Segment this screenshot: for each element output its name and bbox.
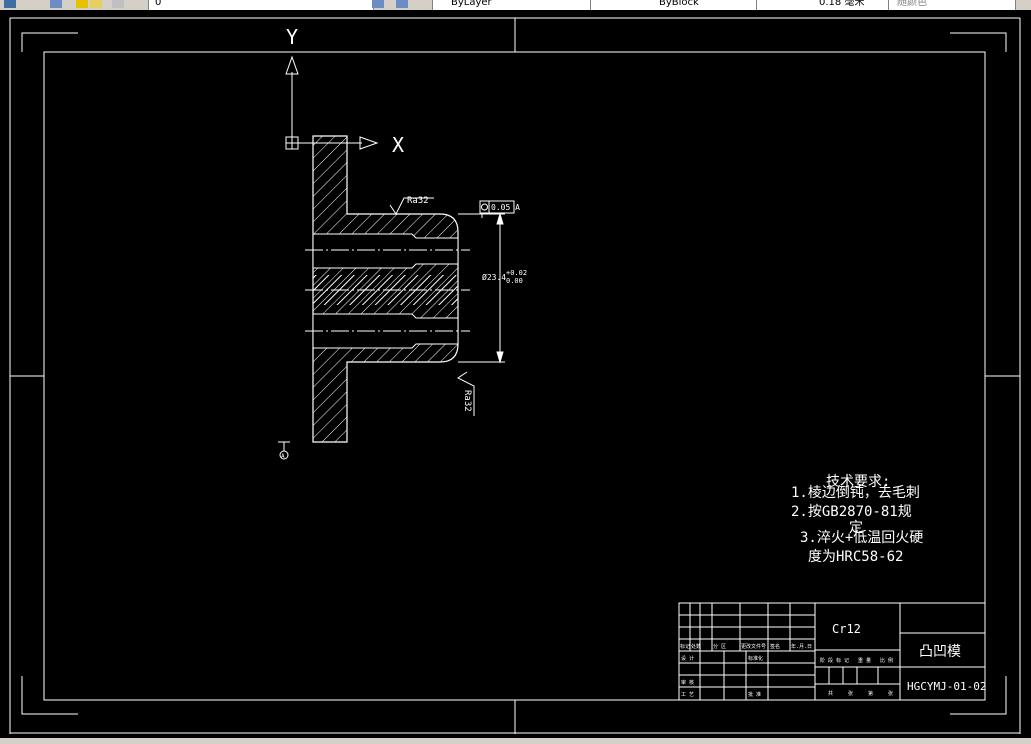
design-label: 设 计 <box>681 655 694 662</box>
sheet-total: 共 <box>828 690 833 697</box>
review-label: 审 核 <box>681 679 694 686</box>
approve-label: 批 准 <box>748 691 761 698</box>
diameter-dimension <box>458 212 505 364</box>
datum-label: A <box>281 453 285 460</box>
tolerance-value: 0.05 A <box>491 203 520 212</box>
roughness-symbol-right <box>457 371 475 416</box>
layer-manager-icon[interactable] <box>4 0 16 8</box>
axis-y-label: Y <box>286 25 298 49</box>
make-current-icon[interactable] <box>372 0 384 8</box>
notes-line-3: 3.淬火+低温回火硬 <box>800 530 923 546</box>
roughness-symbol-top <box>389 197 434 215</box>
canvas-bottom-edge <box>0 738 1031 744</box>
tolerance-upper: +0.02 <box>506 269 527 277</box>
lightbulb-icon[interactable] <box>76 0 88 8</box>
center-lines <box>305 249 470 332</box>
header-change-doc: 更改文件号 <box>741 643 766 650</box>
layer-previous-icon[interactable] <box>396 0 408 8</box>
part-section <box>312 135 459 443</box>
technical-notes: 技术要求: 1.棱边倒钝，去毛刺 2.按GB2870-81规 定 3.淬火+低温… <box>791 474 923 565</box>
drawing-number: HGCYMJ-01-02 <box>907 680 986 693</box>
header-date: 年.月.日 <box>791 643 812 650</box>
material-label: Cr12 <box>832 622 861 636</box>
plotstyle-dropdown[interactable]: 随颜色 <box>888 0 1016 10</box>
roughness-label-right: Ra32 <box>462 390 472 412</box>
sheet-unit-1: 张 <box>848 690 853 697</box>
tolerance-lower: 0.00 <box>506 277 523 285</box>
process-label: 工 艺 <box>681 692 694 698</box>
sheet-unit-2: 张 <box>888 690 893 697</box>
notes-line-4: 度为HRC58-62 <box>808 549 903 565</box>
roughness-label-top: Ra32 <box>407 196 429 206</box>
scale-header: 比 例 <box>880 657 893 664</box>
axis-x-label: X <box>392 133 404 157</box>
datum-symbol <box>278 441 290 460</box>
header-count: 处数 <box>691 643 701 650</box>
sun-icon[interactable] <box>90 0 102 8</box>
sheet-number: 第 <box>868 690 873 697</box>
layer-states-icon[interactable] <box>50 0 62 8</box>
header-signature: 签名 <box>770 643 780 650</box>
weight-header: 重 量 <box>858 657 871 664</box>
title-block-headers: 标记 处数 分 区 更改文件号 签名 年.月.日 设 计 标准化 审 核 工 艺… <box>680 643 893 698</box>
header-zone: 分 区 <box>713 643 726 650</box>
notes-line-2b: 定 <box>849 520 863 536</box>
tolerance-frame <box>479 200 515 218</box>
diameter-label: Ø23.4 <box>482 272 506 282</box>
notes-line-1: 1.棱边倒钝，去毛刺 <box>791 485 920 501</box>
title-block <box>678 602 986 701</box>
drawing-canvas[interactable]: Y X Ra32 0.05 A Ø23.4 +0.02 0.00 Ra <box>0 10 1031 744</box>
header-mark: 标记 <box>680 643 690 650</box>
notes-line-2: 2.按GB2870-81规 <box>791 504 912 520</box>
standard-label: 标准化 <box>748 655 763 662</box>
stage-mark-header: 阶 段 标 记 <box>820 657 849 664</box>
notes-title: 技术要求: <box>826 474 890 490</box>
lock-icon[interactable] <box>112 0 124 8</box>
ucs-icon <box>285 55 379 150</box>
drawing-svg: Y X Ra32 0.05 A Ø23.4 +0.02 0.00 Ra <box>9 17 1021 734</box>
sheet-frame <box>9 17 1021 734</box>
part-name: 凸凹模 <box>919 644 961 660</box>
